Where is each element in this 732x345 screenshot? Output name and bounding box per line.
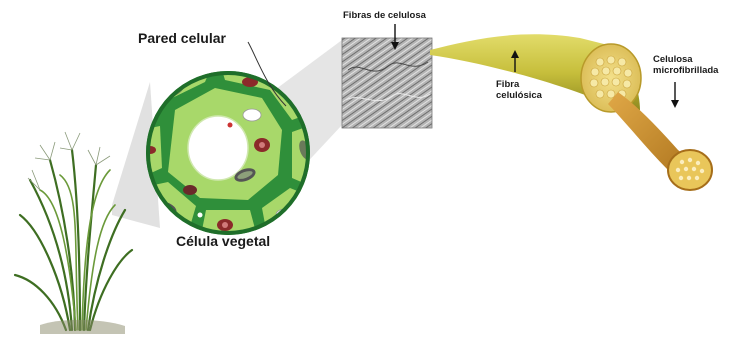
fibra-celulosica-label: Fibra celulósica	[496, 79, 542, 101]
celula-vegetal-label: Célula vegetal	[176, 233, 270, 249]
celulosa-microfibrillada-label: Celulosa microfibrillada	[653, 54, 718, 76]
microfibril-strand-icon	[608, 92, 712, 190]
sem-micrograph-icon	[342, 38, 432, 128]
fibra-celulosica-line1: Fibra	[496, 79, 542, 90]
celulosa-arrow	[671, 82, 679, 108]
fibra-celulosica-line2: celulósica	[496, 90, 542, 101]
celulosa-mf-line1: Celulosa	[653, 54, 718, 65]
grass-plant-icon	[15, 132, 132, 334]
fibras-de-celulosa-label: Fibras de celulosa	[343, 10, 426, 21]
pared-celular-label: Pared celular	[138, 30, 226, 46]
celulosa-mf-line2: microfibrillada	[653, 65, 718, 76]
